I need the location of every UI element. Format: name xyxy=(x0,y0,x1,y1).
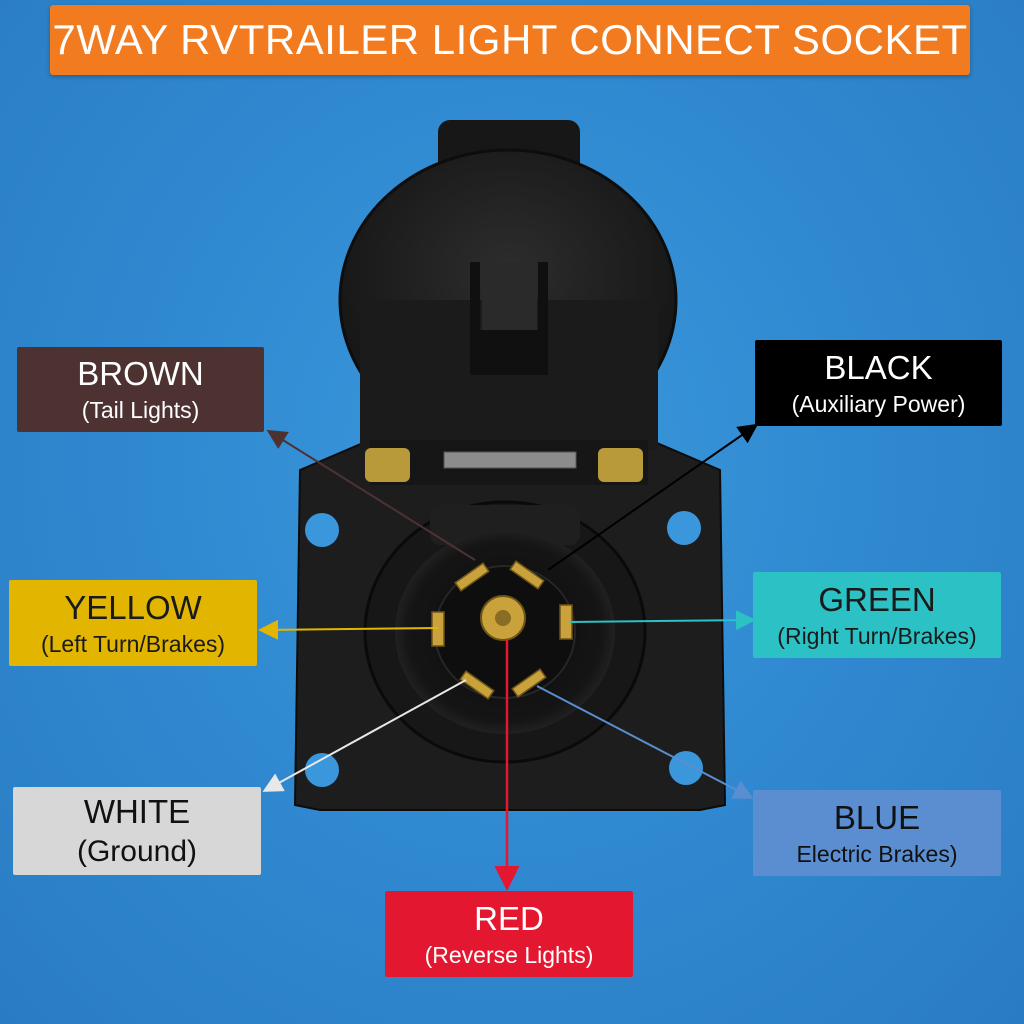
green-name: GREEN xyxy=(818,580,936,618)
red-name: RED xyxy=(474,899,544,937)
black-desc: (Auxiliary Power) xyxy=(791,390,966,417)
mount-hole-tr xyxy=(667,511,701,545)
green-desc: (Right Turn/Brakes) xyxy=(777,622,977,649)
white-name: WHITE xyxy=(83,792,191,830)
yellow-desc: (Left Turn/Brakes) xyxy=(40,630,226,657)
blue-name: BLUE xyxy=(833,798,921,836)
title-text: 7WAY RVTRAILER LIGHT CONNECT SOCKET xyxy=(52,16,968,63)
blue-leader xyxy=(536,685,754,799)
label-white: WHITE (Ground) xyxy=(13,787,261,875)
white-desc: (Ground) xyxy=(76,834,198,868)
hinge-right xyxy=(598,448,643,482)
terminal-pins xyxy=(431,560,573,700)
brown-leader xyxy=(266,429,476,561)
mount-hole-bl xyxy=(305,753,339,787)
red-desc: (Reverse Lights) xyxy=(424,941,594,968)
mount-hole-br xyxy=(669,751,703,785)
label-blue: BLUE Electric Brakes) xyxy=(753,790,1001,876)
green-leader xyxy=(569,610,756,631)
hinge-spring xyxy=(443,451,577,469)
brown-desc: (Tail Lights) xyxy=(81,397,200,424)
white-leader xyxy=(262,679,467,792)
label-red: RED (Reverse Lights) xyxy=(385,891,633,977)
mount-hole-tl xyxy=(305,513,339,547)
label-green: GREEN (Right Turn/Brakes) xyxy=(753,572,1001,658)
label-brown: BROWN (Tail Lights) xyxy=(17,347,264,432)
label-black: BLACK (Auxiliary Power) xyxy=(755,340,1002,426)
title-banner: 7WAY RVTRAILER LIGHT CONNECT SOCKET xyxy=(50,5,970,75)
black-name: BLACK xyxy=(824,348,933,386)
blue-desc: Electric Brakes) xyxy=(796,840,958,867)
hinge-left xyxy=(365,448,410,482)
brown-name: BROWN xyxy=(77,355,204,393)
label-yellow: YELLOW (Left Turn/Brakes) xyxy=(9,580,257,666)
black-leader xyxy=(547,423,759,571)
yellow-leader xyxy=(258,619,439,640)
yellow-name: YELLOW xyxy=(64,588,202,626)
